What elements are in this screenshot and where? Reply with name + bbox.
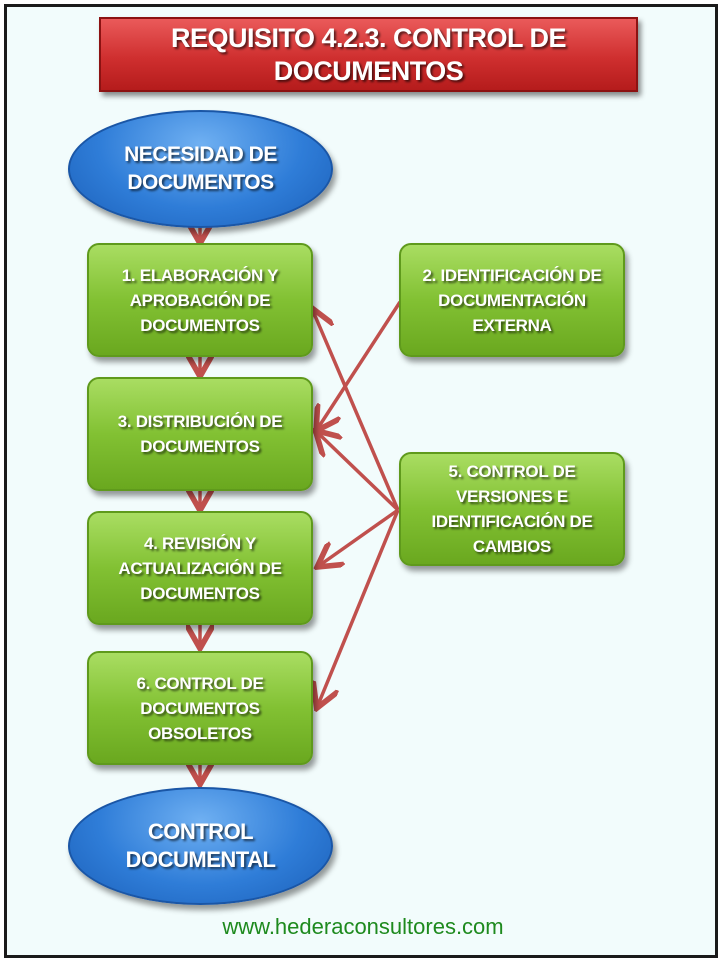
website-footer: www.hederaconsultores.com bbox=[222, 914, 504, 939]
start-node: NECESIDAD DE DOCUMENTOS bbox=[68, 110, 333, 228]
step-2-box: 2. IDENTIFICACIÓN DE DOCUMENTACIÓN EXTER… bbox=[399, 243, 625, 357]
step-3-box: 3. DISTRIBUCIÓN DE DOCUMENTOS bbox=[87, 377, 313, 491]
step-5-box: 5. CONTROL DE VERSIONES E IDENTIFICACIÓN… bbox=[399, 452, 625, 566]
arrow-step5-to-step3 bbox=[318, 433, 400, 512]
arrow-step5-to-step1 bbox=[313, 311, 400, 511]
arrow-step5-to-step6 bbox=[318, 509, 400, 705]
end-node: CONTROL DOCUMENTAL bbox=[68, 787, 333, 905]
diagram-title: REQUISITO 4.2.3. CONTROL DE DOCUMENTOS bbox=[99, 17, 638, 92]
arrow-step5-to-step4 bbox=[320, 508, 400, 565]
step-6-box: 6. CONTROL DE DOCUMENTOS OBSOLETOS bbox=[87, 651, 313, 765]
step-1-box: 1. ELABORACIÓN Y APROBACIÓN DE DOCUMENTO… bbox=[87, 243, 313, 357]
step-4-box: 4. REVISIÓN Y ACTUALIZACIÓN DE DOCUMENTO… bbox=[87, 511, 313, 625]
arrow-step2-to-step3 bbox=[318, 301, 402, 428]
